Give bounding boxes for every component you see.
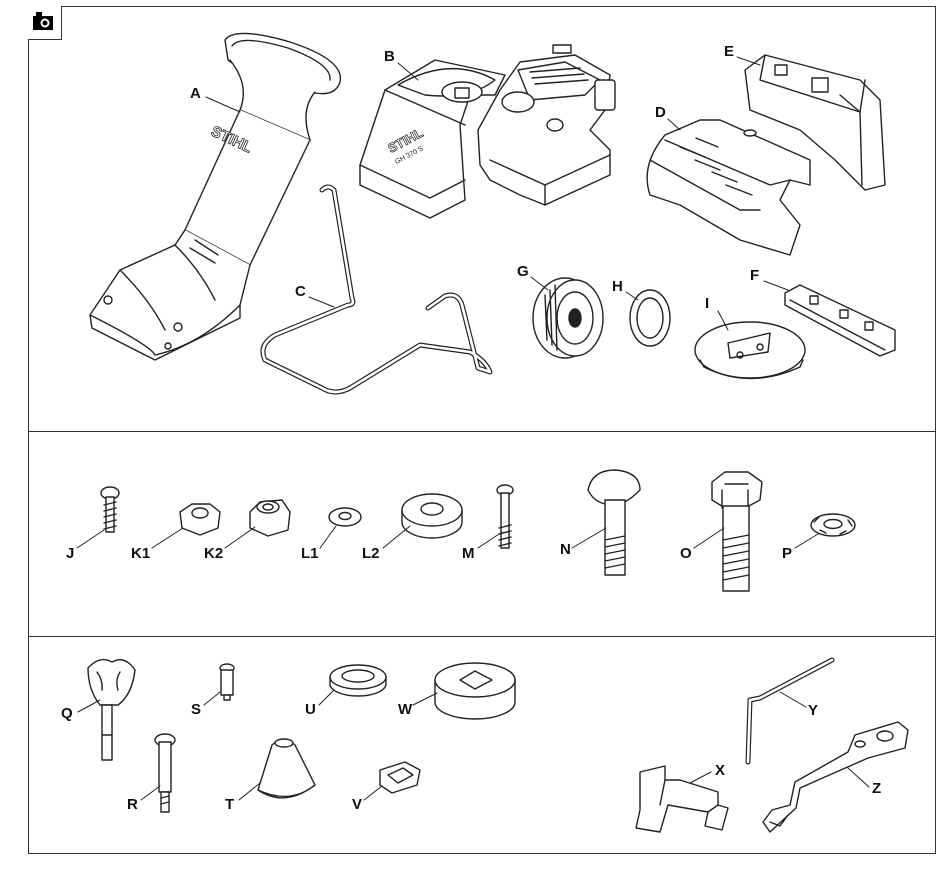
part-j-screw: [101, 487, 119, 532]
part-d-guard: [647, 120, 810, 255]
label-r: R: [127, 797, 138, 812]
part-y-hex-key: [748, 660, 832, 762]
part-l2-washer: [402, 494, 462, 538]
part-m-screw: [497, 485, 513, 548]
label-q: Q: [61, 706, 73, 721]
part-l1-washer: [329, 508, 361, 526]
label-w: W: [398, 702, 412, 717]
part-v-plate: [380, 762, 420, 793]
part-g-wheel: [533, 278, 603, 358]
part-z-tool: [763, 722, 908, 832]
label-n: N: [560, 542, 571, 557]
label-l1: L1: [301, 546, 319, 561]
label-o: O: [680, 546, 692, 561]
part-w-block: [435, 663, 515, 719]
part-p-lock-washer: [811, 514, 855, 536]
label-l2: L2: [362, 546, 380, 561]
label-g: G: [517, 264, 529, 279]
label-j: J: [66, 546, 74, 561]
part-k2-nut: [250, 500, 290, 536]
part-b-chipper-body: STIHL GH 370 S: [360, 45, 615, 218]
label-t: T: [225, 797, 234, 812]
label-a: A: [190, 86, 201, 101]
label-e: E: [724, 44, 734, 59]
part-k1-nut: [180, 504, 220, 535]
label-b: B: [384, 49, 395, 64]
label-k1: K1: [131, 546, 150, 561]
part-i-disc: [695, 322, 805, 379]
label-x: X: [715, 763, 725, 778]
label-v: V: [352, 797, 362, 812]
label-c: C: [295, 284, 306, 299]
label-d: D: [655, 105, 666, 120]
label-m: M: [462, 546, 475, 561]
label-y: Y: [808, 703, 818, 718]
label-f: F: [750, 268, 759, 283]
label-h: H: [612, 279, 623, 294]
label-i: I: [705, 296, 709, 311]
part-q-knob: [88, 660, 135, 760]
label-k2: K2: [204, 546, 223, 561]
part-a-funnel: STIHL: [90, 33, 340, 360]
part-u-ring: [330, 665, 386, 696]
part-r-pin: [155, 734, 175, 812]
part-n-bolt: [588, 470, 640, 575]
part-t-cone: [258, 739, 315, 798]
label-s: S: [191, 702, 201, 717]
label-z: Z: [872, 781, 881, 796]
label-u: U: [305, 702, 316, 717]
label-p: P: [782, 546, 792, 561]
part-s-pin: [220, 664, 234, 700]
